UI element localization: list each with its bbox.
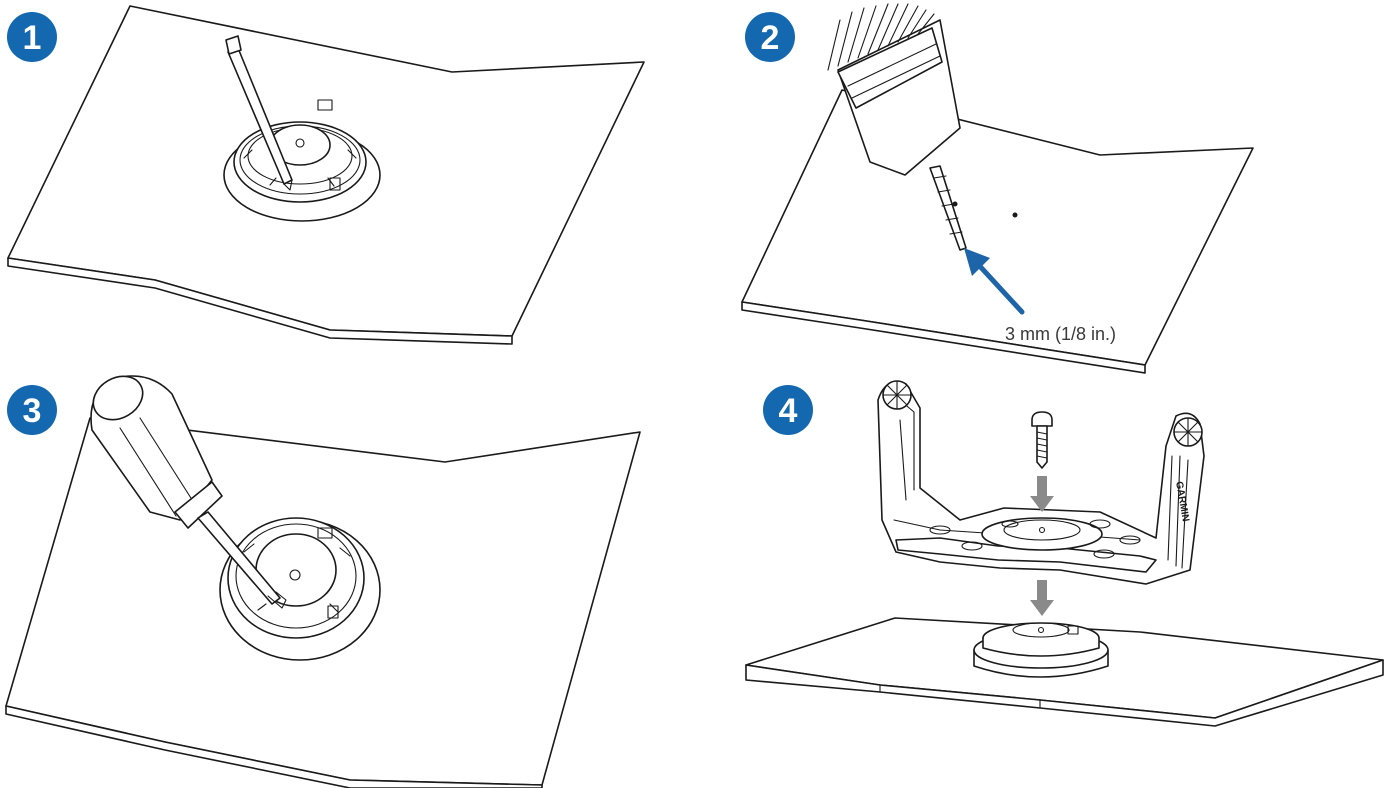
step-2-surface [741,89,1254,374]
step-4-bracket: GARMIN [877,380,1205,585]
step-4-arrow-upper [1030,476,1054,512]
step-4-screw [1031,411,1053,469]
step-4-number: 4 [779,392,798,430]
step-2-number: 2 [761,19,780,57]
step-2-badge: 2 [745,12,795,62]
step-4-badge: 4 [763,385,813,435]
step-3-panel: 3 [5,375,641,788]
step-3-number: 3 [23,392,42,430]
step-3-screwdriver [90,375,287,609]
step-1-mount-base [223,99,381,222]
step-1-pencil [225,35,293,191]
step-4-arrow-lower [1030,580,1054,616]
step-2-panel: 3 mm (1/8 in.) 2 [741,3,1254,374]
step-4-panel: GARMIN 4 [745,380,1384,727]
step-3-badge: 3 [7,385,57,435]
hole-mark-right [1012,212,1018,218]
step-3-mount-base [219,517,381,661]
step-4-mount-base [973,622,1109,678]
step-2-callout-arrow [964,248,1025,315]
hole-mark-left [952,201,958,207]
step-2-drill [827,3,967,251]
step-1-badge: 1 [7,12,57,62]
step-2-hole-size-label: 3 mm (1/8 in.) [1005,324,1116,344]
step-1-number: 1 [23,19,42,57]
step-1-panel: 1 [7,5,645,345]
